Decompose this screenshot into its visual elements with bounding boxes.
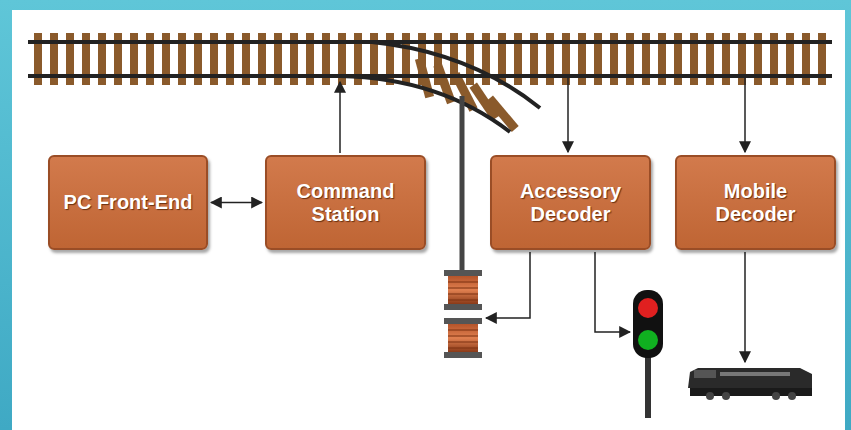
- process-box: PC Front-End: [48, 155, 208, 250]
- box-label: Accessory Decoder: [492, 174, 649, 232]
- box-label: Command Station: [267, 174, 424, 232]
- box-label: PC Front-End: [54, 185, 203, 220]
- process-box: Accessory Decoder: [490, 155, 651, 250]
- process-box: Command Station: [265, 155, 426, 250]
- connector-arrow: [211, 202, 262, 204]
- box-label: Mobile Decoder: [677, 174, 834, 232]
- process-box: Mobile Decoder: [675, 155, 836, 250]
